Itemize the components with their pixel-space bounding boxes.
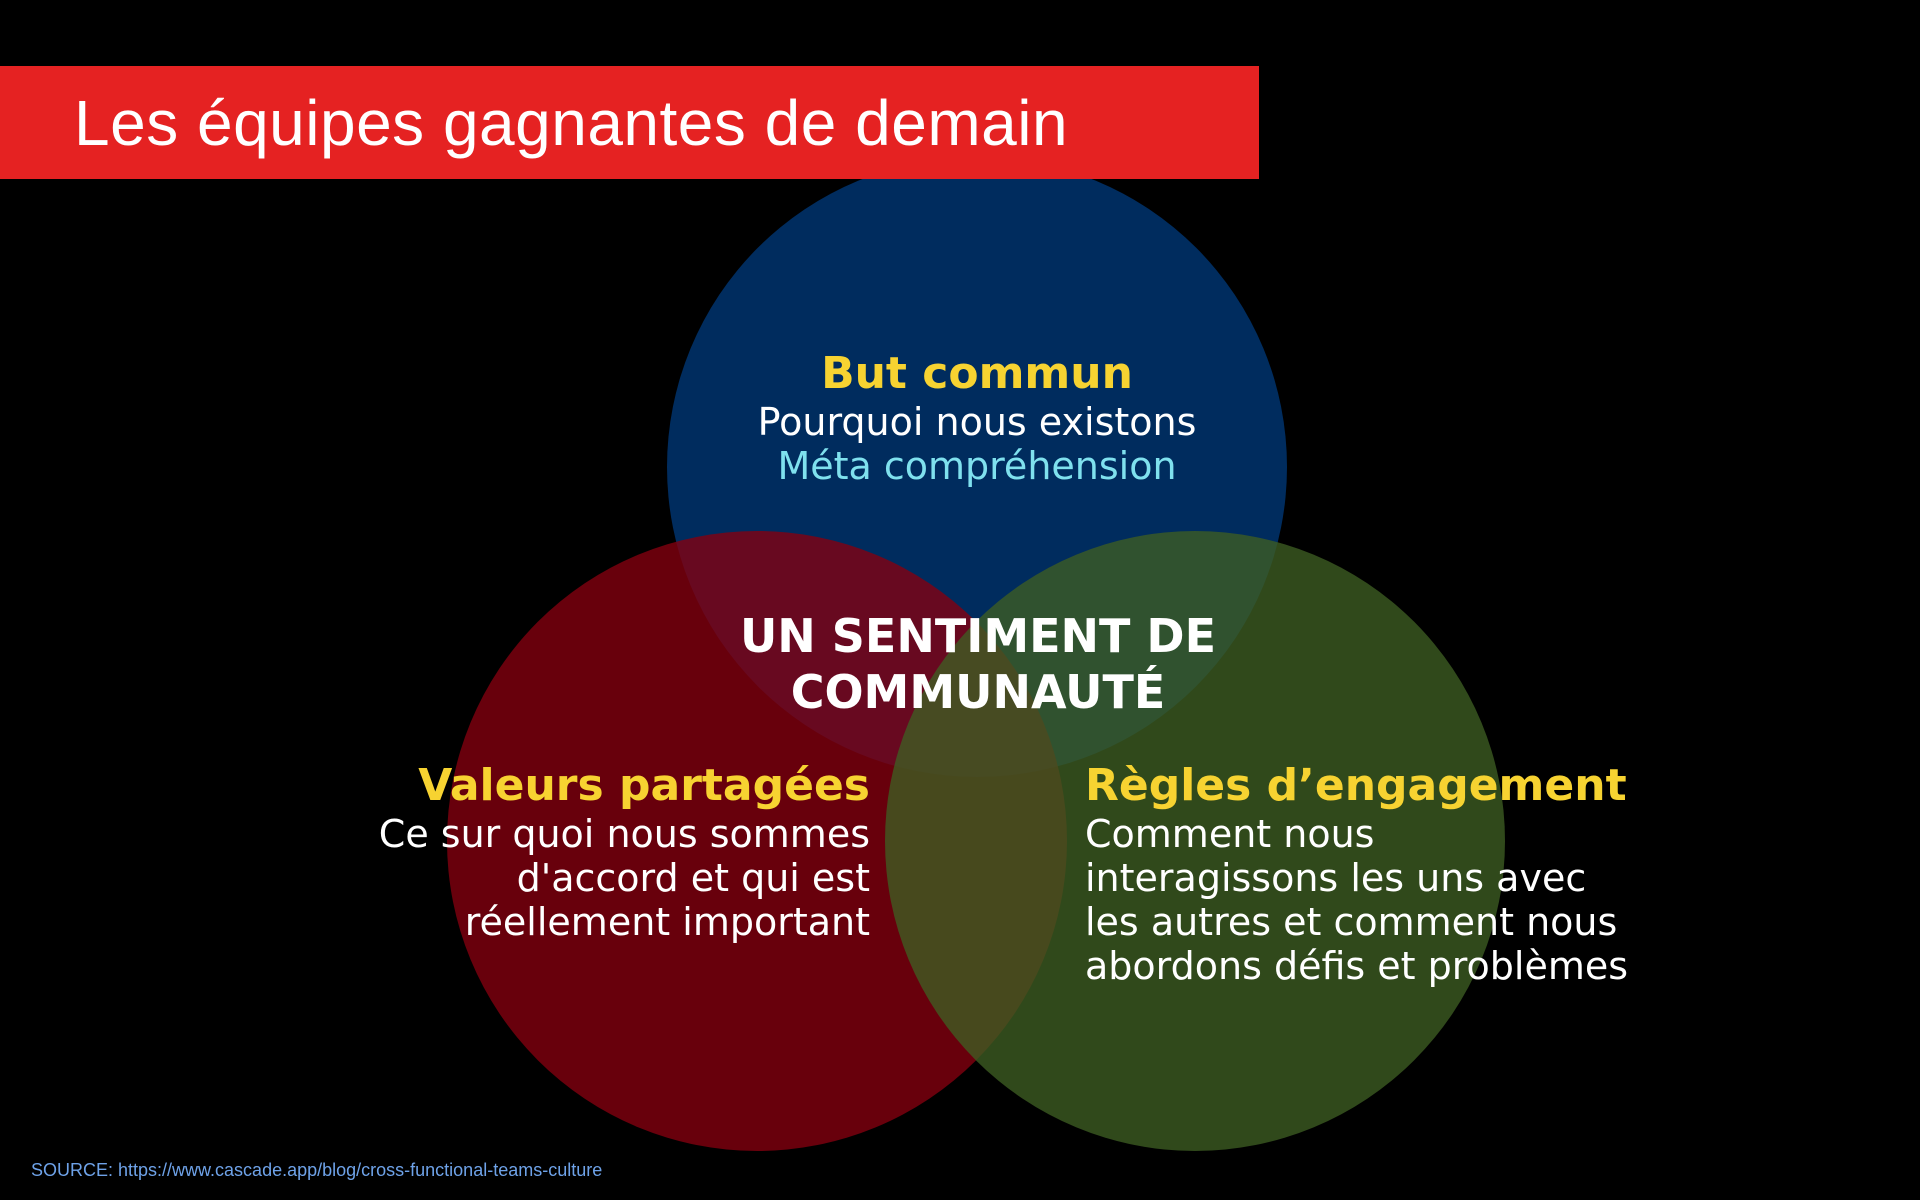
label-communaute: UN SENTIMENT DE COMMUNAUTÉ [700, 608, 1256, 720]
source-link[interactable]: SOURCE: https://www.cascade.app/blog/cro… [31, 1160, 603, 1180]
desc-right-1: Comment nous [1085, 812, 1375, 856]
desc-left-1: Ce sur quoi nous sommes [378, 812, 870, 856]
desc-right-4: abordons défis et problèmes [1085, 944, 1629, 988]
heading-but-commun: But commun [821, 348, 1133, 399]
page-title: Les équipes gagnantes de demain [74, 86, 1069, 159]
center-line-2: COMMUNAUTÉ [790, 665, 1166, 719]
desc-meta: Méta compréhension [777, 444, 1177, 488]
desc-right-2: interagissons les uns avec [1085, 856, 1587, 900]
desc-pourquoi: Pourquoi nous existons [757, 400, 1197, 444]
desc-right-3: les autres et comment nous [1085, 900, 1618, 944]
heading-valeurs-partagees: Valeurs partagées [418, 760, 870, 811]
title-bar: Les équipes gagnantes de demain [0, 66, 1259, 179]
desc-left-3: réellement important [464, 900, 870, 944]
label-regles-engagement: Règles d’engagement Comment nous interag… [1085, 760, 1645, 988]
desc-left-2: d'accord et qui est [516, 856, 870, 900]
circle-regles-engagement [885, 531, 1505, 1151]
label-but-commun: But commun Pourquoi nous existons Méta c… [677, 348, 1277, 488]
label-valeurs-partagees: Valeurs partagées Ce sur quoi nous somme… [300, 760, 870, 944]
center-line-1: UN SENTIMENT DE [739, 609, 1217, 663]
circle-valeurs-partagees [447, 531, 1067, 1151]
heading-regles-engagement: Règles d’engagement [1085, 760, 1627, 811]
